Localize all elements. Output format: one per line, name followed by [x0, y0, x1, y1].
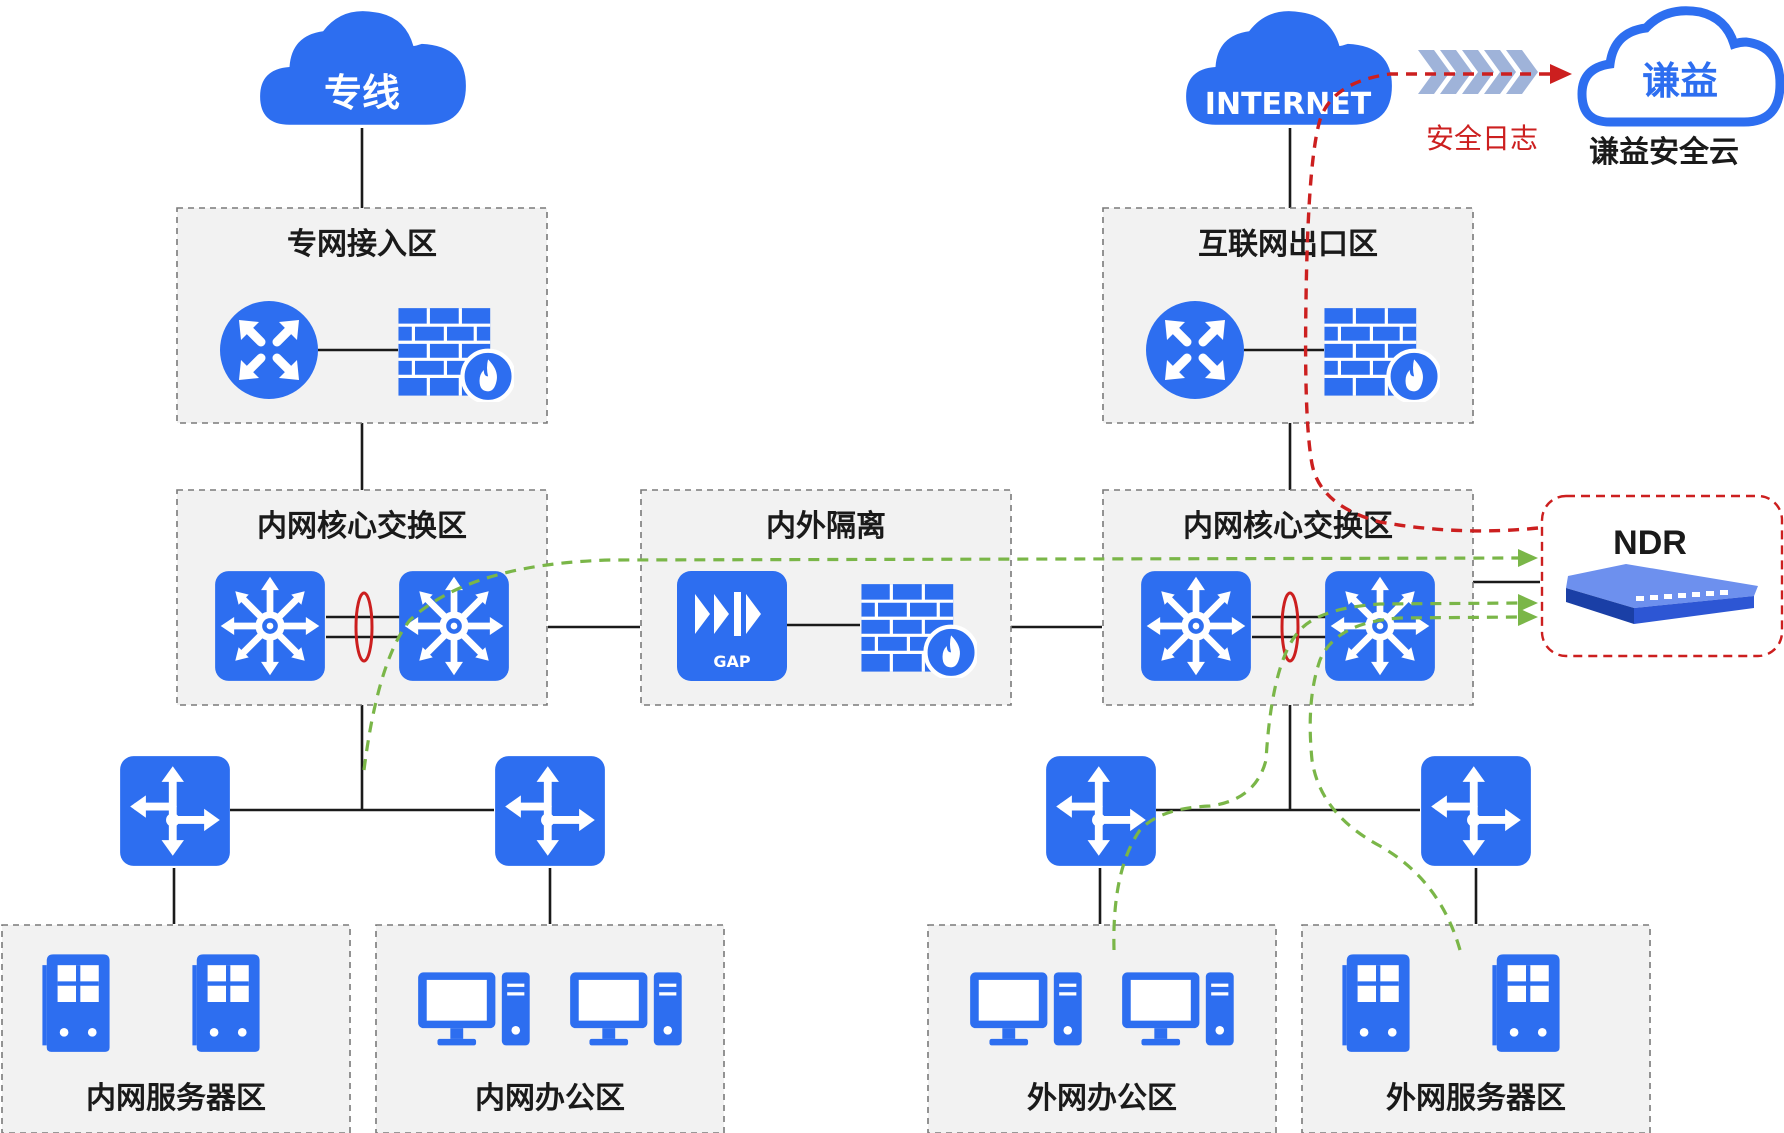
- zone-title-internet-exit: 互联网出口区: [1198, 227, 1378, 262]
- link-aggregation-icon: [1280, 591, 1300, 663]
- mirror-traffic-flows: [362, 549, 1538, 951]
- router-icon: [1146, 301, 1244, 399]
- security-cloud-name: 谦益安全云: [1589, 135, 1739, 170]
- gap-label: GAP: [713, 652, 751, 671]
- core-switch-icon: [215, 571, 325, 681]
- security-cloud: 谦益 谦益安全云: [1577, 6, 1784, 170]
- server-icon: [45, 954, 110, 1052]
- zone-title-intranet-office: 内网办公区: [475, 1081, 625, 1116]
- security-cloud-logo: 谦益: [1642, 58, 1718, 103]
- core-switch-icon: [1325, 571, 1435, 681]
- router-icon: [220, 301, 318, 399]
- zone-title-intranet-servers: 内网服务器区: [86, 1081, 266, 1116]
- access-switch-icon: [120, 756, 230, 866]
- zone-title-core-left: 内网核心交换区: [257, 509, 467, 544]
- zone-title-extranet-servers: 外网服务器区: [1386, 1081, 1566, 1116]
- internet-cloud: INTERNET: [1186, 11, 1392, 125]
- access-switch-icon: [495, 756, 605, 866]
- security-log-flow: 安全日志: [1303, 64, 1572, 533]
- security-log-label: 安全日志: [1426, 122, 1538, 155]
- zone-extranet-office: 外网办公区: [927, 924, 1277, 1133]
- zone-title-extranet-office: 外网办公区: [1027, 1081, 1177, 1116]
- private-line-cloud: 专线: [260, 11, 466, 125]
- core-switch-icon: [399, 571, 509, 681]
- internet-cloud-label: INTERNET: [1205, 87, 1372, 122]
- core-switch-icon: [1141, 571, 1251, 681]
- private-line-cloud-label: 专线: [324, 71, 400, 115]
- ndr-zone: NDR: [1540, 494, 1784, 658]
- zone-title-private-access: 专网接入区: [287, 227, 437, 262]
- access-switch-icon: [1421, 756, 1531, 866]
- server-icon: [195, 954, 260, 1052]
- server-icon: [1495, 954, 1560, 1052]
- ndr-appliance-icon: [1566, 564, 1758, 624]
- gap-device-icon: GAP: [677, 571, 787, 681]
- ndr-label: NDR: [1613, 524, 1687, 562]
- hatched-arrow-icon: [1418, 50, 1538, 94]
- link-aggregation-icon: [354, 591, 374, 663]
- access-switch-icon: [1046, 756, 1156, 866]
- zone-title-isolation: 内外隔离: [766, 509, 886, 544]
- server-icon: [1345, 954, 1410, 1052]
